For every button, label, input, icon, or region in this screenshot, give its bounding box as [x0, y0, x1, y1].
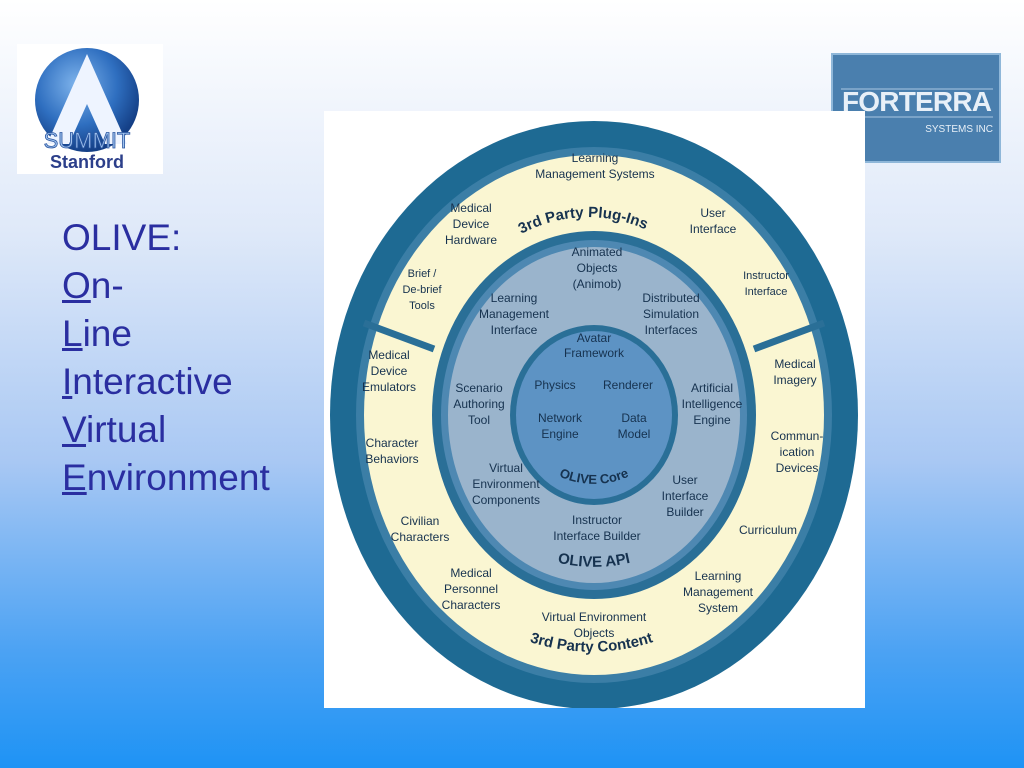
core-renderer: Renderer	[603, 378, 653, 392]
label-olive-api: OLIVE API	[557, 550, 632, 571]
title-rest: nteractive	[72, 361, 233, 402]
title-initial: V	[62, 409, 87, 450]
core-physics: Physics	[534, 378, 575, 392]
logo-systems-text: SYSTEMS INC	[925, 124, 993, 135]
architecture-rings: 3rd Party Plug-Ins 3rd Party Content OLI…	[330, 121, 858, 709]
summit-stanford-logo: SUMMIT Stanford	[17, 44, 163, 174]
title-initial: L	[62, 313, 83, 354]
title-rest: irtual	[86, 409, 167, 450]
forterra-logo: FORTERRA SYSTEMS INC	[831, 53, 1001, 163]
title-line-environment: Environment	[62, 454, 270, 502]
title-rest: nvironment	[86, 457, 270, 498]
title-heading: OLIVE:	[62, 217, 182, 258]
title-line-on: On-	[62, 262, 270, 310]
olive-title: OLIVE: On- Line Interactive Virtual Envi…	[62, 214, 270, 502]
logo-forterra-text: FORTERRA	[842, 86, 992, 117]
content-curriculum: Curriculum	[739, 523, 797, 537]
core-area	[516, 331, 672, 499]
title-initial: E	[62, 457, 87, 498]
logo-stanford-text: Stanford	[50, 152, 124, 172]
logo-summit-text: SUMMIT	[44, 128, 131, 153]
ring-separator-right	[752, 319, 826, 353]
title-initial: I	[62, 361, 73, 402]
title-line-interactive: Interactive	[62, 358, 270, 406]
summit-logo-graphic: SUMMIT Stanford	[35, 48, 139, 172]
label-olive-core: OLIVE Core	[558, 465, 631, 487]
title-line-virtual: Virtual	[62, 406, 270, 454]
forterra-logo-graphic: FORTERRA SYSTEMS INC	[841, 86, 993, 135]
title-line-line: Line	[62, 310, 270, 358]
ring-separator-left	[362, 319, 436, 353]
title-rest: n-	[90, 265, 124, 306]
title-initial: O	[62, 265, 91, 306]
peak-icon	[47, 54, 127, 144]
olive-architecture-diagram: 3rd Party Plug-Ins 3rd Party Content OLI…	[324, 111, 865, 709]
title-rest: ine	[82, 313, 132, 354]
